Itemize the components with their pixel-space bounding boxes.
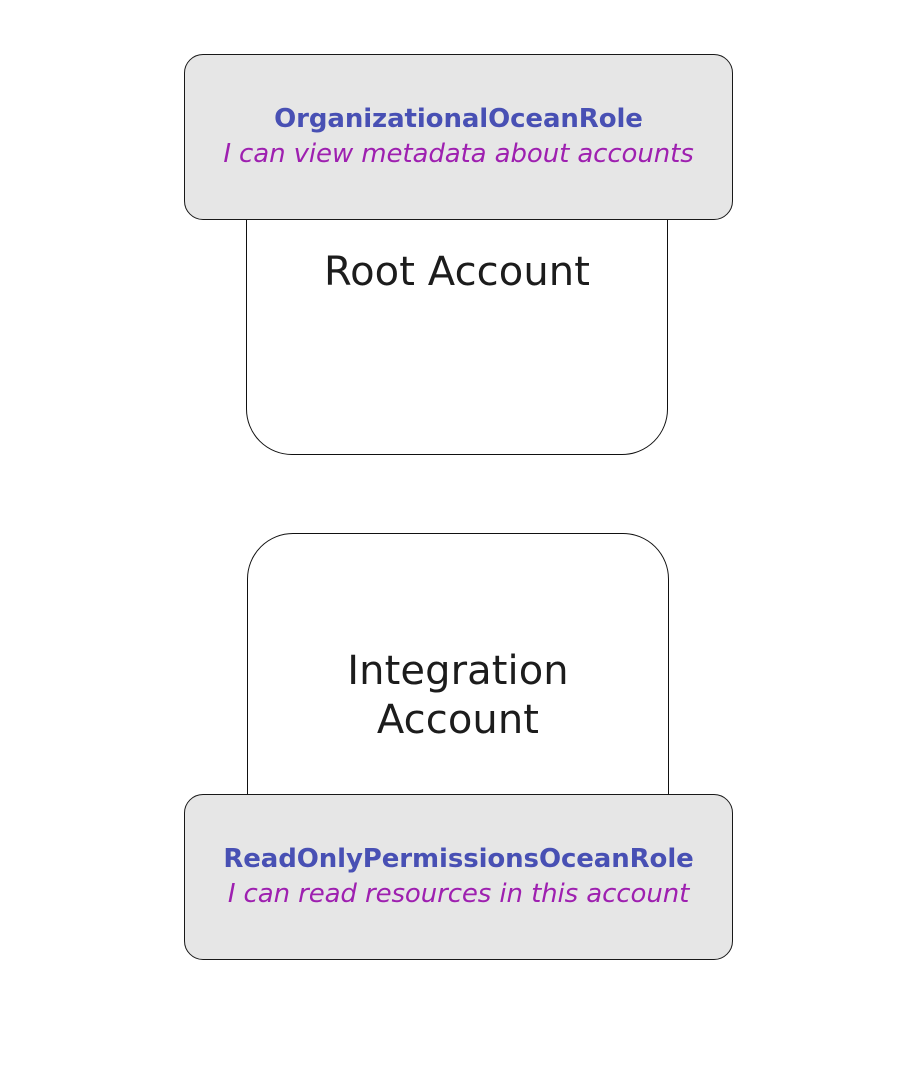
role-title-organizational: OrganizationalOceanRole: [274, 103, 643, 134]
role-title-readonly-permissions: ReadOnlyPermissionsOceanRole: [223, 843, 694, 874]
role-badge-readonly-permissions[interactable]: ReadOnlyPermissionsOceanRole I can read …: [184, 794, 733, 960]
role-badge-organizational[interactable]: OrganizationalOceanRole I can view metad…: [184, 54, 733, 220]
account-label-integration: Integration Account: [347, 648, 569, 743]
role-subtitle-readonly-permissions: I can read resources in this account: [227, 878, 690, 909]
role-subtitle-organizational: I can view metadata about accounts: [223, 138, 694, 169]
account-label-root: Root Account: [323, 249, 591, 295]
